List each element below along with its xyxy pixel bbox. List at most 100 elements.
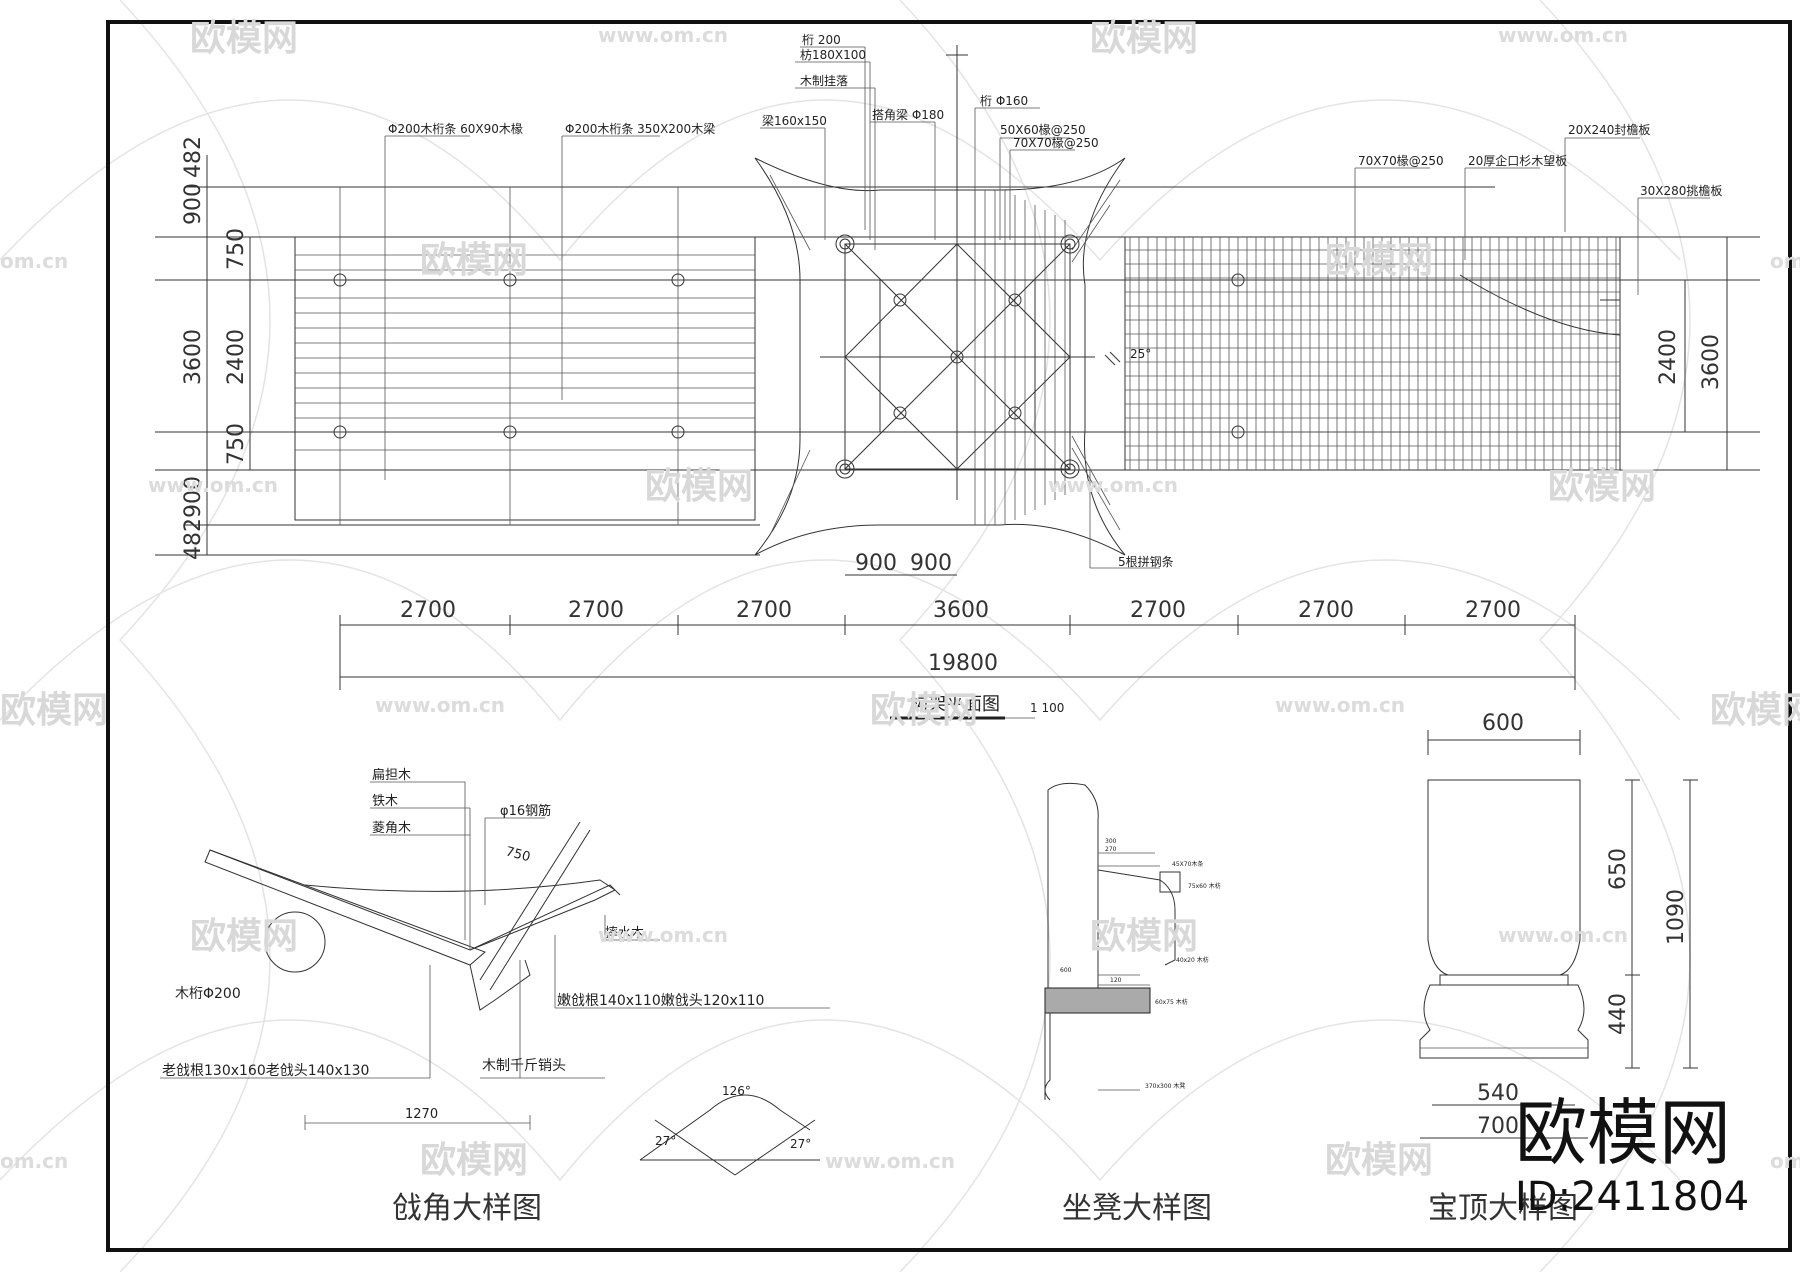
note-fengyan: 20X240封檐板 — [1568, 123, 1650, 137]
svg-text:欧模网: 欧模网 — [190, 916, 298, 957]
svg-text:750: 750 — [224, 423, 249, 465]
svg-text:欧模网: 欧模网 — [0, 690, 108, 731]
svg-text:482: 482 — [181, 518, 206, 560]
note-left2: Φ200木桁条 350X200木梁 — [565, 121, 715, 136]
right-dim-2400: 2400 — [1656, 329, 1681, 385]
bay-dim-5: 2700 — [1130, 598, 1186, 623]
corner-leaders — [160, 781, 830, 1130]
svg-text:www.om.cn: www.om.cn — [598, 23, 728, 47]
center-dim-900-a: 900 — [855, 551, 897, 576]
seat-leaders — [1098, 852, 1160, 1091]
svg-text:440: 440 — [1606, 993, 1631, 1035]
finial-dimension-lines — [1420, 730, 1698, 1139]
right-roof-posts — [1231, 273, 1245, 439]
svg-text:om.cn: om.cn — [0, 1149, 68, 1173]
left-roof-posts — [333, 273, 685, 439]
note-jiaoliang: 搭角梁 Φ180 — [872, 107, 944, 122]
right-roof-curve — [1459, 274, 1621, 336]
drawing-frame — [106, 20, 1792, 1252]
logo-brand: 欧模网 — [1515, 1091, 1731, 1175]
pavilion-columns — [835, 234, 1080, 479]
svg-text:欧模网: 欧模网 — [1325, 240, 1433, 281]
watermarks: 欧模网 欧模网 欧模网 欧模网 欧模网 欧模网 欧模网 欧模网 欧模网 欧模网 … — [0, 18, 1800, 1181]
svg-text:126°: 126° — [722, 1084, 751, 1098]
svg-text:1270: 1270 — [405, 1107, 438, 1122]
svg-text:370x300 木凳: 370x300 木凳 — [1145, 1082, 1185, 1090]
note-rafter70a: 70X70椽@250 — [1013, 136, 1099, 150]
svg-text:www.om.cn: www.om.cn — [1498, 23, 1628, 47]
svg-text:欧模网: 欧模网 — [1090, 916, 1198, 957]
svg-text:45X70木条: 45X70木条 — [1172, 860, 1203, 868]
svg-text:www.om.cn: www.om.cn — [598, 923, 728, 947]
svg-text:120: 120 — [1110, 977, 1122, 984]
bay-dim-2: 2700 — [568, 598, 624, 623]
right-dim-3600: 3600 — [1699, 334, 1724, 390]
svg-text:欧模网: 欧模网 — [190, 18, 298, 59]
note-lin160: 桁 Φ160 — [980, 94, 1028, 108]
bay-dim-6: 2700 — [1298, 598, 1354, 623]
note-fanxi: 5根拼钢条 — [1118, 555, 1174, 569]
svg-text:www.om.cn: www.om.cn — [825, 1149, 955, 1173]
corner-detail-title: 戗角大样图 — [392, 1191, 542, 1226]
svg-text:欧模网: 欧模网 — [1548, 466, 1656, 507]
plan-view: 桁 200 枋180X100 木制挂落 梁160x150 搭角梁 Φ180 桁 … — [155, 33, 1760, 720]
svg-text:1090: 1090 — [1664, 889, 1689, 945]
svg-text:60x75 木枋: 60x75 木枋 — [1155, 998, 1188, 1006]
right-roof-outline — [1124, 236, 1621, 471]
svg-text:www.om.cn: www.om.cn — [1275, 693, 1405, 717]
purlin-circle — [264, 911, 326, 973]
finial-base — [1419, 984, 1589, 1059]
background-arc-pattern — [0, 0, 1691, 1272]
svg-text:欧模网: 欧模网 — [870, 690, 978, 731]
note-right20: 20厚企口杉木望板 — [1468, 153, 1567, 168]
svg-text:嫩戗根140x110嫩戗头120x110: 嫩戗根140x110嫩戗头120x110 — [557, 993, 764, 1009]
note-gualuo: 木制挂落 — [800, 74, 848, 88]
center-dim-900-b: 900 — [910, 551, 952, 576]
svg-text:欧模网: 欧模网 — [645, 466, 753, 507]
svg-text:扁担木: 扁担木 — [372, 768, 411, 783]
pavilion-diagonal-beams — [820, 220, 1095, 500]
svg-text:2400: 2400 — [224, 329, 249, 385]
svg-text:欧模网: 欧模网 — [1325, 1140, 1433, 1181]
svg-text:铁木: 铁木 — [372, 794, 398, 809]
svg-text:om.cn: om.cn — [1770, 1149, 1800, 1173]
svg-text:40x20 木枋: 40x20 木枋 — [1176, 956, 1209, 964]
svg-text:3600: 3600 — [181, 329, 206, 385]
right-roof-rafters — [1125, 237, 1620, 470]
left-dimensions: 900 482 750 2400 3600 750 900 482 — [181, 136, 249, 560]
svg-text:300: 300 — [1105, 838, 1117, 845]
svg-text:www.om.cn: www.om.cn — [1048, 473, 1178, 497]
svg-text:欧模网: 欧模网 — [1710, 690, 1800, 731]
svg-text:700: 700 — [1477, 1114, 1519, 1139]
note-beam160: 梁160x150 — [762, 113, 827, 128]
svg-text:www.om.cn: www.om.cn — [375, 693, 505, 717]
svg-text:270: 270 — [1105, 846, 1117, 853]
note-right70: 70X70椽@250 — [1358, 154, 1444, 168]
note-fang180: 枋180X100 — [800, 47, 866, 62]
svg-text:27°: 27° — [655, 1134, 676, 1148]
svg-text:老戗根130x160老戗头140x130: 老戗根130x160老戗头140x130 — [162, 1063, 369, 1079]
svg-text:750: 750 — [504, 844, 532, 865]
svg-text:欧模网: 欧模网 — [1090, 18, 1198, 59]
bay-dim-7: 2700 — [1465, 598, 1521, 623]
finial-detail-title: 宝顶大样图 — [1428, 1191, 1578, 1226]
svg-text:540: 540 — [1477, 1081, 1519, 1106]
svg-text:欧模网: 欧模网 — [420, 240, 528, 281]
svg-text:木制千斤销头: 木制千斤销头 — [482, 1058, 566, 1074]
seat-board — [1044, 987, 1151, 1014]
finial-detail: 600 650 440 1090 540 700 宝顶大样图 — [1419, 711, 1698, 1226]
plan-title: 构架平面图 — [910, 694, 1000, 715]
svg-text:600: 600 — [1482, 711, 1524, 736]
bay-dim-1: 2700 — [400, 598, 456, 623]
svg-text:菱角木: 菱角木 — [372, 821, 411, 836]
left-dimension-lines — [206, 155, 251, 555]
note-rafter50: 50X60椽@250 — [1000, 123, 1086, 137]
total-dim: 19800 — [928, 651, 998, 676]
pavilion-roof-outline — [754, 157, 1126, 556]
corner-detail: 扁担木 铁木 菱角木 φ16钢筋 750 摔水木 木桁Φ200 嫩戗根140x1… — [160, 768, 830, 1226]
seat-detail-title: 坐凳大样图 — [1062, 1191, 1212, 1226]
angle-mark: 25° — [1130, 347, 1151, 361]
seat-detail: 300 270 45X70木条 75x60 木枋 40x20 木枋 60x75 … — [1044, 782, 1221, 1226]
note-left1: Φ200木桁条 60X90木椽 — [388, 122, 523, 136]
